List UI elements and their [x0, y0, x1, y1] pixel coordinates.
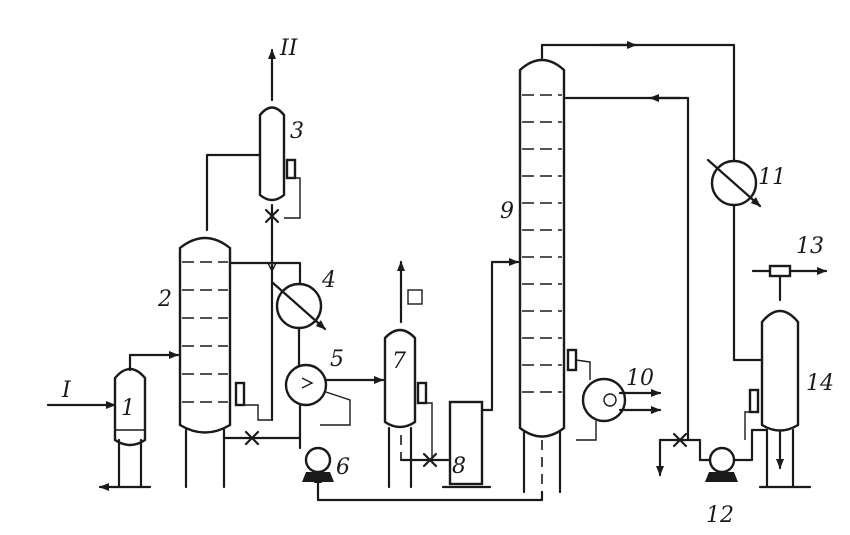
vessel-1	[113, 367, 147, 489]
label-unit-6: 6	[336, 455, 350, 480]
label-unit-12: 12	[706, 503, 734, 528]
label-unit-10: 10	[626, 366, 654, 391]
condenser-4	[271, 281, 327, 331]
reboiler-10	[575, 359, 662, 441]
label-unit-8: 8	[452, 454, 466, 479]
feed-stream-line	[46, 401, 152, 491]
label-feed-in: I	[61, 378, 72, 403]
piping	[128, 41, 769, 502]
label-unit-13: 13	[796, 234, 824, 259]
separator-3	[258, 106, 301, 219]
pump-12	[698, 446, 738, 482]
label-gas-out: II	[279, 36, 299, 61]
label-unit-5: 5	[330, 347, 344, 372]
column-7	[383, 260, 428, 489]
exchanger-5	[284, 363, 328, 407]
pump-6	[302, 446, 334, 482]
column-9	[518, 58, 578, 494]
labels: I II 1 2 3 4 5 6 7 8 9 10 11 12 13 14	[61, 36, 834, 528]
label-unit-9: 9	[500, 199, 514, 224]
label-unit-4: 4	[321, 268, 336, 293]
label-unit-11: 11	[758, 165, 786, 190]
condenser-11	[706, 158, 762, 208]
label-unit-1: 1	[121, 396, 135, 421]
label-unit-3: 3	[290, 119, 304, 144]
label-unit-7: 7	[392, 349, 406, 374]
label-unit-14: 14	[806, 371, 834, 396]
column-2	[178, 236, 246, 489]
tank-8	[441, 400, 492, 489]
column-14	[748, 264, 828, 489]
label-unit-2: 2	[157, 287, 172, 312]
